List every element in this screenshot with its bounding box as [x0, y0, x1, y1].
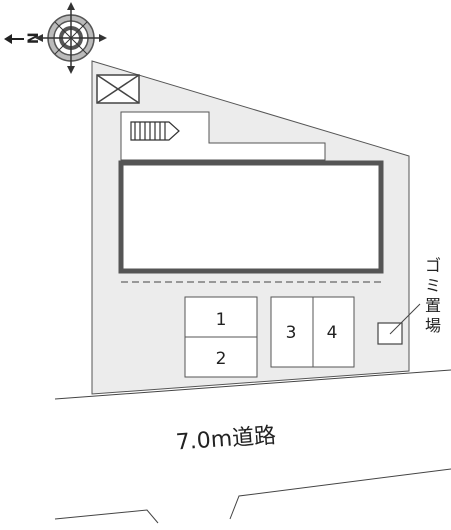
road-label: 7.0m道路	[175, 424, 277, 456]
stairs-icon	[130, 121, 180, 141]
parking-space-3-label: 3	[286, 323, 297, 343]
road-edge-top	[54, 369, 451, 400]
garbage-label-char-3: 置	[425, 296, 441, 315]
building	[118, 160, 384, 274]
parking-space-4-label: 4	[327, 323, 338, 343]
garbage-leader-line	[389, 303, 421, 335]
garbage-label-char-1: ゴ	[425, 256, 441, 275]
road-edge-bottom-right	[229, 468, 451, 520]
garbage-area: ゴ ミ 置 場	[377, 256, 441, 345]
parking-space-1-label: 1	[216, 310, 227, 330]
garbage-label-char-2: ミ	[425, 276, 441, 295]
road-edge-bottom-left	[54, 509, 159, 524]
parking-space-2-label: 2	[216, 349, 227, 369]
compass-direction-letter: N	[26, 32, 42, 44]
x-box-structure	[96, 74, 140, 104]
compass: N	[4, 2, 107, 74]
parking-block-left: 1 2	[184, 296, 258, 378]
parking-block-right: 3 4	[270, 296, 355, 368]
garbage-label-char-4: 場	[425, 316, 441, 335]
north-arrow-icon	[4, 34, 24, 44]
compass-rose-icon	[35, 2, 107, 74]
